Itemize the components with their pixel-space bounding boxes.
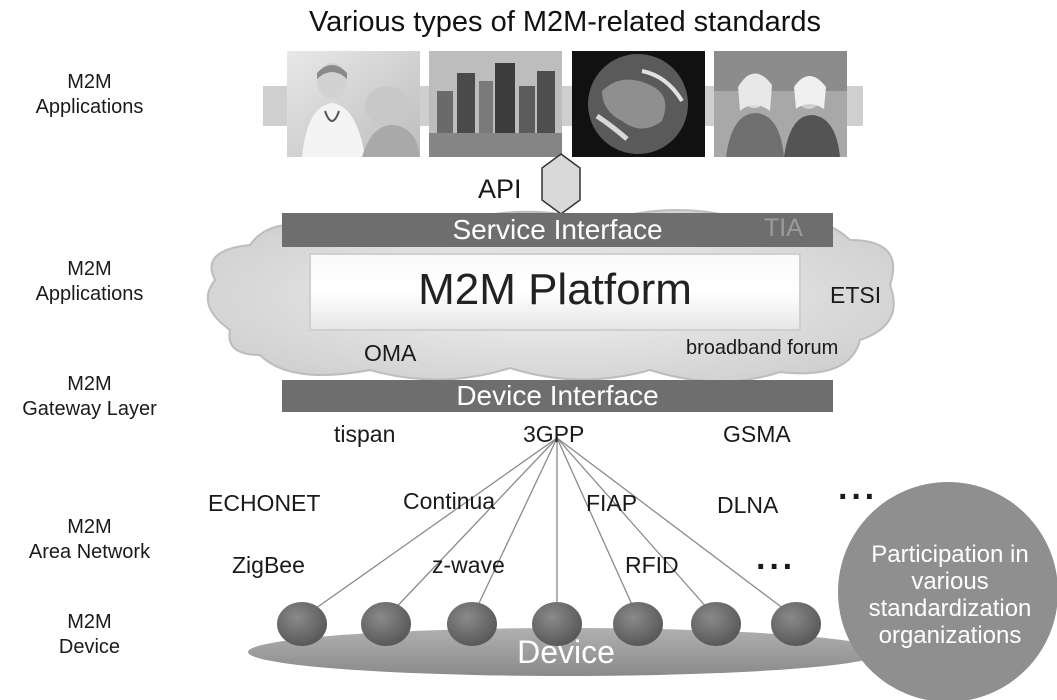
ellipsis-upper: ··· [838, 478, 878, 516]
layer-label-area-network: M2M Area Network [28, 516, 151, 563]
continua-label: Continua [403, 488, 496, 514]
city-skyline-photo [429, 51, 562, 157]
service-interface-bar: Service Interface [282, 213, 833, 247]
device-node [277, 602, 327, 646]
broadband-forum-label: broadband forum [686, 337, 839, 359]
device-node [532, 602, 582, 646]
device-node [771, 602, 821, 646]
z-wave-label: z-wave [432, 552, 505, 578]
device-node [447, 602, 497, 646]
m2m-platform-box [309, 253, 801, 331]
zigbee-label: ZigBee [232, 552, 305, 578]
layer-label-applications: M2M Applications [35, 71, 144, 118]
3gpp-label: 3GPP [523, 421, 585, 447]
dlna-label: DLNA [717, 492, 779, 518]
tispan-label: tispan [334, 421, 396, 447]
layer-label-gateway: M2M Gateway Layer [22, 373, 157, 420]
oma-label: OMA [364, 340, 417, 366]
device-node [361, 602, 411, 646]
api-double-arrow [541, 153, 581, 215]
participation-label: Participation in various standardization… [868, 541, 1032, 649]
echonet-label: ECHONET [208, 490, 321, 516]
gsma-label: GSMA [723, 421, 791, 447]
service-interface-label: Service Interface [452, 214, 663, 245]
device-interface-label: Device Interface [456, 380, 659, 411]
earth-globe-photo [572, 51, 705, 157]
diagram-title: Various types of M2M-related standards [308, 6, 822, 38]
device-nodes [277, 602, 821, 646]
device-node [613, 602, 663, 646]
ellipsis-lower: ··· [756, 548, 796, 586]
layer-label-device: M2M Device [58, 611, 121, 658]
etsi-label: ETSI [830, 282, 882, 308]
two-women-cafe-photo [714, 51, 847, 157]
device-label: Device [517, 634, 615, 670]
layer-label-platform: M2M Applications [35, 258, 144, 305]
fiap-label: FIAP [586, 490, 638, 516]
rfid-label: RFID [625, 552, 679, 578]
connector-lines [301, 437, 797, 619]
participation-circle [838, 482, 1057, 700]
tia-label: TIA [764, 214, 803, 242]
m2m-platform-label: M2M Platform [418, 265, 692, 314]
api-label: API [478, 174, 522, 204]
device-interface-bar: Device Interface [282, 380, 833, 412]
nurse-and-patient-photo [287, 51, 420, 157]
device-node [691, 602, 741, 646]
